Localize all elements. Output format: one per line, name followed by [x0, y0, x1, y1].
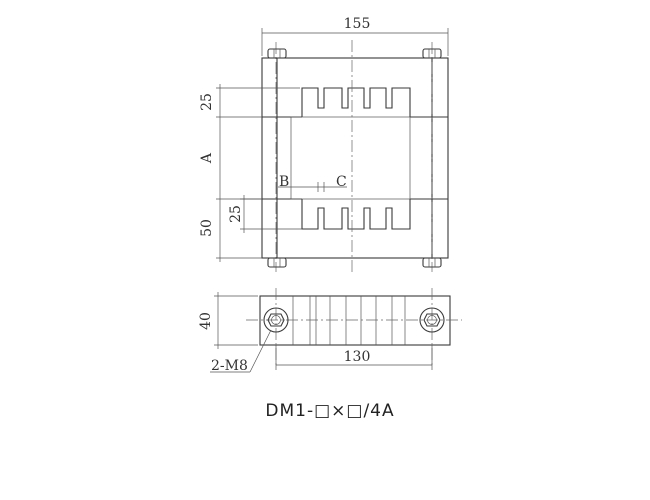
dimension-top-tab-label: 25 [199, 93, 215, 111]
bolt-head-icon [422, 257, 442, 268]
bolt-head-icon [422, 48, 442, 59]
dimension-hole-spacing-label: 130 [344, 349, 371, 365]
bolt-head-icon [267, 257, 287, 268]
side-view-outline [259, 295, 451, 346]
model-code: DM1-□×□/4A [265, 401, 394, 421]
bolt-hole-icon [263, 307, 289, 333]
dimension-hole-spacing: 130 [275, 345, 433, 370]
busbar-clamp-outline [261, 57, 449, 259]
bolt-hole-icon [419, 307, 445, 333]
window-opening [290, 116, 411, 200]
label-b: B [279, 174, 289, 190]
top-view: 155 25 A 50 25 B C [199, 16, 449, 272]
dimension-side-height: 40 [198, 292, 258, 349]
upper-comb-teeth [301, 87, 411, 117]
dimension-width-label: 155 [344, 16, 371, 32]
bolt-callout-label: 2-M8 [211, 358, 248, 374]
dimension-width: 155 [261, 16, 449, 56]
label-c: C [336, 174, 347, 190]
dimension-window-label: A [199, 152, 215, 164]
side-view: 40 130 2-M8 [198, 288, 462, 374]
bolt-head-icon [267, 48, 287, 59]
dimension-side-height-label: 40 [198, 312, 214, 330]
dimension-bottom-label: 50 [199, 219, 215, 237]
lower-comb-teeth [301, 199, 411, 230]
dimension-lower-tab: 25 [228, 195, 302, 233]
gap-dimensions: B C [278, 174, 347, 192]
bolt-callout: 2-M8 [210, 329, 272, 374]
dimension-chain-left: 25 A 50 [199, 84, 300, 262]
dimension-lower-tab-label: 25 [228, 205, 244, 223]
